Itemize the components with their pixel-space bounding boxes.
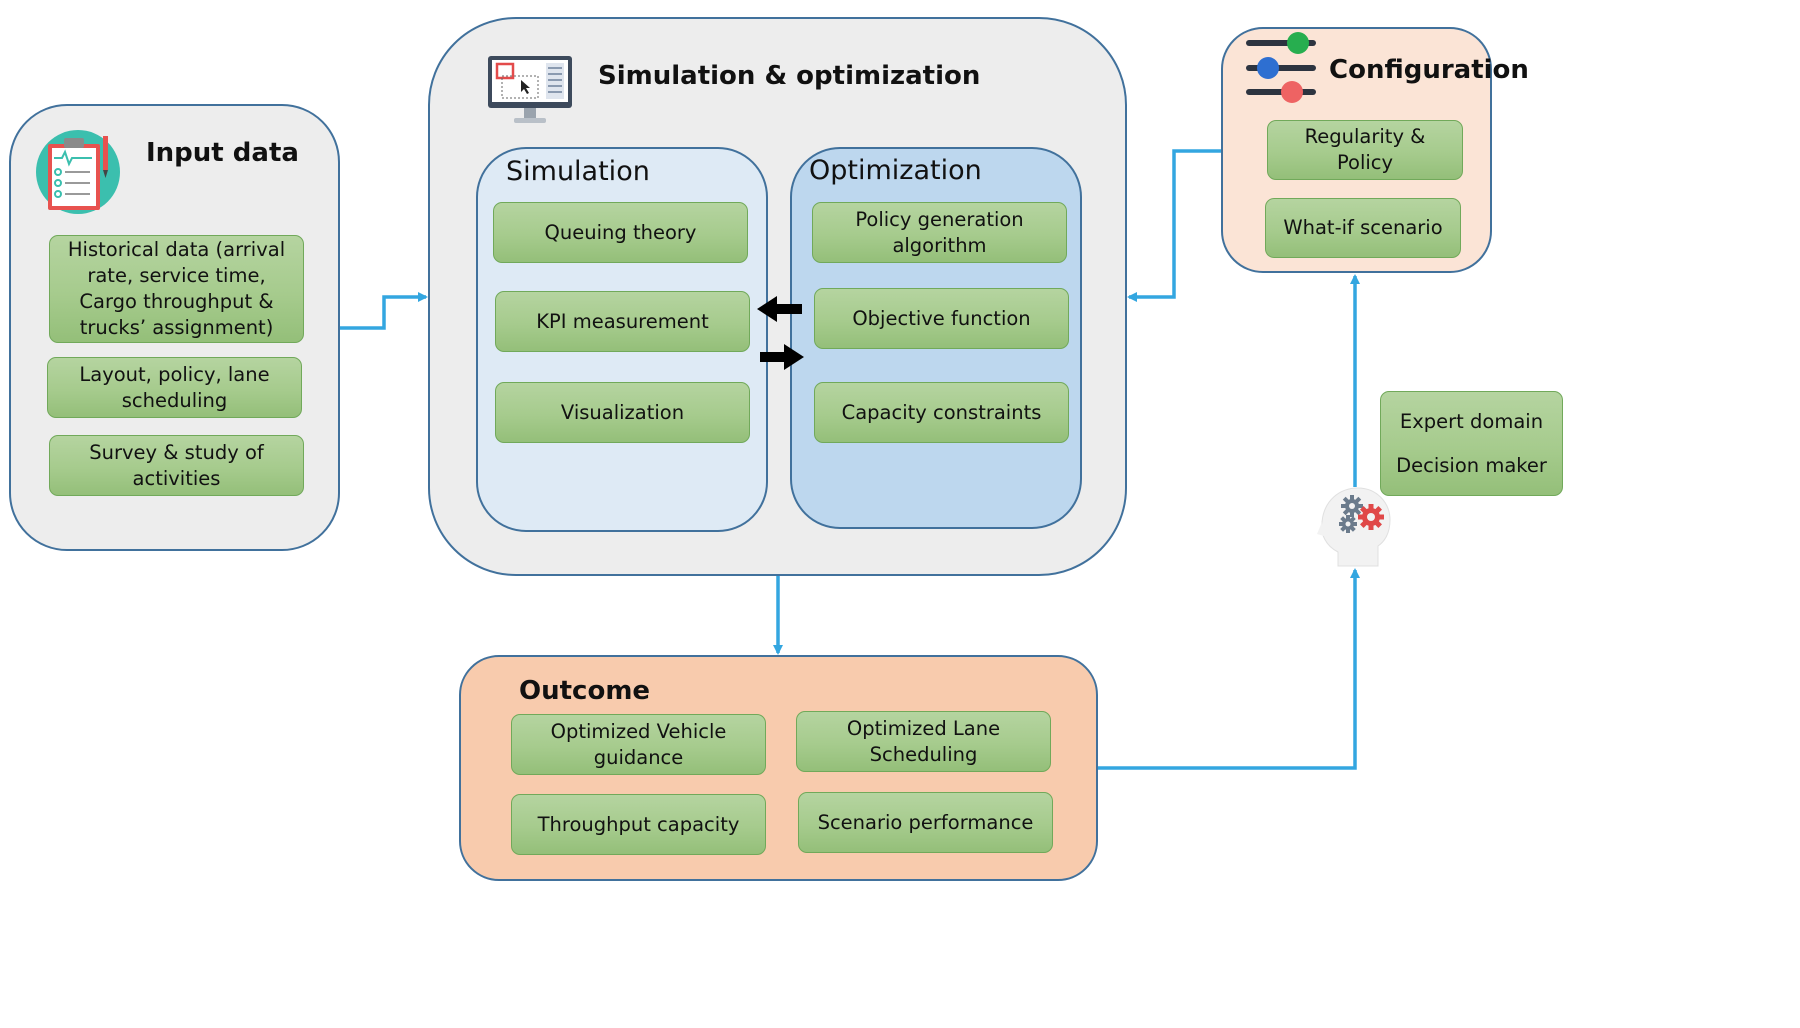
simulation-optimization-title: Simulation & optimization [598, 61, 981, 91]
optimization-item-objective-function: Objective function [814, 288, 1069, 349]
simulation-item-visualization: Visualization [495, 382, 750, 443]
simulation-item-kpi-measurement: KPI measurement [495, 291, 750, 352]
expert-domain-label: Expert domain [1399, 409, 1544, 433]
configuration-item-regularity-policy: Regularity & Policy [1267, 120, 1463, 180]
input-item-historical-data: Historical data (arrival rate, service t… [49, 235, 304, 343]
expert-box: Expert domain Decision maker [1380, 391, 1563, 496]
decision-maker-label: Decision maker [1396, 453, 1547, 477]
optimization-item-policy-generation: Policy generation algorithm [812, 202, 1067, 263]
outcome-item-lane-scheduling: Optimized Lane Scheduling [796, 711, 1051, 772]
outcome-item-vehicle-guidance: Optimized Vehicle guidance [511, 714, 766, 775]
optimization-item-capacity-constraints: Capacity constraints [814, 382, 1069, 443]
connector-input-to-simulation [340, 292, 428, 330]
configuration-title: Configuration [1329, 55, 1529, 85]
simulation-item-queuing-theory: Queuing theory [493, 202, 748, 263]
sliders-icon [1246, 32, 1316, 103]
outcome-item-throughput-capacity: Throughput capacity [511, 794, 766, 855]
outcome-item-scenario-performance: Scenario performance [798, 792, 1053, 853]
clipboard-checklist-icon [36, 130, 120, 214]
outcome-title: Outcome [519, 676, 651, 706]
computer-monitor-icon [488, 56, 572, 123]
configuration-item-what-if: What-if scenario [1265, 198, 1461, 258]
input-item-layout-policy: Layout, policy, lane scheduling [47, 357, 302, 418]
head-gears-icon [1317, 487, 1391, 567]
connector-outcome-to-expert [1098, 568, 1360, 770]
input-item-survey: Survey & study of activities [49, 435, 304, 496]
input-data-title: Input data [146, 138, 299, 168]
optimization-title: Optimization [809, 155, 982, 186]
simulation-title: Simulation [506, 156, 650, 187]
connector-configuration-to-simulation [1127, 149, 1221, 302]
